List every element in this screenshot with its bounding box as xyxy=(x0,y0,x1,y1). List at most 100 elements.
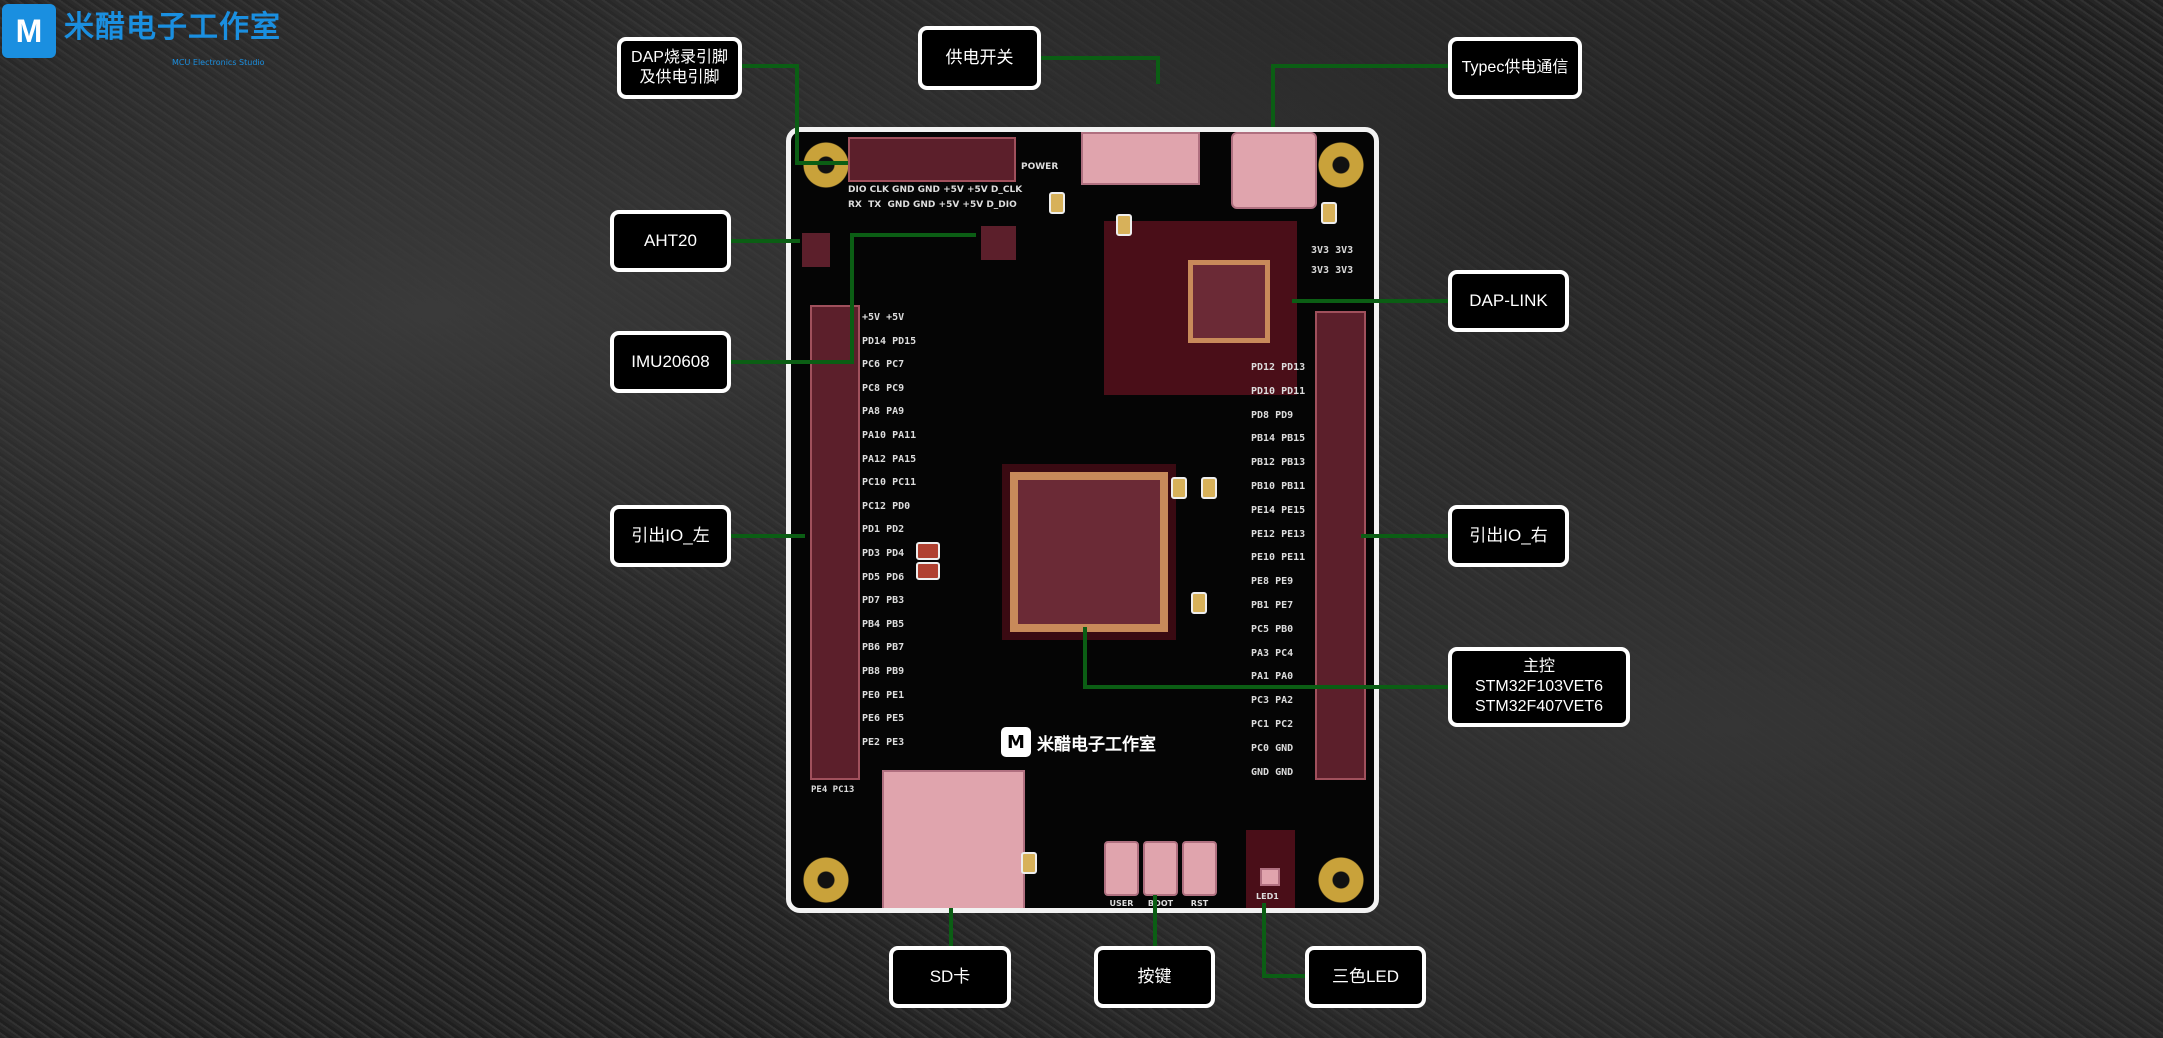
button-rst[interactable]: RST xyxy=(1182,841,1217,908)
brand-name: 米醋电子工作室 xyxy=(64,10,281,45)
logo-chip-icon: M xyxy=(2,4,56,58)
pin-label: PD10 PD11 xyxy=(1251,385,1306,397)
pin-label: PA1 PA0 xyxy=(1251,671,1294,683)
dap-link-chip xyxy=(1188,260,1270,343)
pin-label: PB6 PB7 xyxy=(862,642,905,654)
pin-label: PD7 PB3 xyxy=(862,595,905,607)
tact-switch[interactable] xyxy=(1182,841,1217,896)
callout-imu: IMU20608 xyxy=(610,331,731,393)
button-user[interactable]: USER xyxy=(1104,841,1139,908)
pin-label: 3V3 3V3 xyxy=(1311,265,1354,276)
pin-label: PC12 PD0 xyxy=(862,500,911,512)
pin-label: PC6 PC7 xyxy=(862,359,905,371)
pin-label: PD8 PD9 xyxy=(1251,409,1294,421)
pin-label: PE8 PE9 xyxy=(1251,576,1294,588)
power-switch xyxy=(1081,132,1200,185)
pin-label: PB1 PE7 xyxy=(1251,600,1294,611)
callout-sd: SD卡 xyxy=(889,946,1011,1008)
dap-header-row2: RX TX GND GND +5V +5V D_DIO xyxy=(848,200,1017,210)
pin-label: PD1 PD2 xyxy=(862,524,905,536)
line-typec xyxy=(1271,64,1448,127)
pin-label: PB10 PB11 xyxy=(1251,481,1306,492)
imu-chip xyxy=(981,226,1016,260)
sd-card-slot xyxy=(882,770,1025,908)
pin-label: PA8 PA9 xyxy=(862,406,905,418)
resistor xyxy=(1021,852,1037,874)
pin-label: PC8 PC9 xyxy=(862,382,905,394)
line-led xyxy=(1262,903,1305,978)
tact-switch[interactable] xyxy=(1104,841,1139,896)
left-io-header xyxy=(810,305,860,780)
pin-label: 3V3 3V3 xyxy=(1311,245,1354,256)
capacitor xyxy=(1191,592,1207,614)
callout-io-right: 引出IO_右 xyxy=(1448,505,1569,567)
pin-label: +5V +5V xyxy=(862,312,905,323)
pin-label: PE10 PE11 xyxy=(1251,552,1306,564)
pin-label: PB4 PB5 xyxy=(862,618,905,630)
line-power-switch xyxy=(1041,56,1160,84)
inductor xyxy=(916,562,940,580)
brand-logo: M 米醋电子工作室 MCU Electronics Studio xyxy=(2,4,302,74)
callout-keys: 按键 xyxy=(1094,946,1215,1008)
dap-header-row1: DIO CLK GND GND +5V +5V D_CLK xyxy=(848,185,1023,195)
callout-mcu: 主控 STM32F103VET6 STM32F407VET6 xyxy=(1448,647,1630,727)
rgb-led xyxy=(1260,868,1280,886)
callout-aht20: AHT20 xyxy=(610,210,731,272)
resistor xyxy=(1321,202,1337,224)
capacitor xyxy=(1116,214,1132,236)
pin-label: PC1 PC2 xyxy=(1251,719,1294,730)
pin-label: PC0 GND xyxy=(1251,742,1294,754)
pin-label: PE12 PE13 xyxy=(1251,528,1306,540)
button-boot[interactable]: BOOT xyxy=(1143,841,1178,908)
pin-label: PB14 PB15 xyxy=(1251,433,1306,445)
power-label: POWER xyxy=(1021,162,1059,172)
pin-label: PA10 PA11 xyxy=(862,430,917,441)
board-logo: M 米醋电子工作室 xyxy=(1001,727,1156,757)
pin-label: PC5 PB0 xyxy=(1251,623,1294,635)
pin-label: PD3 PD4 xyxy=(862,548,905,559)
right-io-header xyxy=(1315,311,1366,780)
pin-label: PE0 PE1 xyxy=(862,689,905,701)
pcb-board: DIO CLK GND GND +5V +5V D_CLK RX TX GND … xyxy=(786,127,1379,913)
pin-label: PD12 PD13 xyxy=(1251,362,1306,373)
dap-header xyxy=(848,137,1016,182)
pin-label: GND GND xyxy=(1251,766,1294,778)
pin-label: PE14 PE15 xyxy=(1251,504,1306,516)
tact-switch[interactable] xyxy=(1143,841,1178,896)
mounting-hole xyxy=(1318,857,1364,903)
usb-typec-port xyxy=(1231,132,1317,209)
pin-label: PA12 PA15 xyxy=(862,453,917,465)
capacitor xyxy=(1171,477,1187,499)
pin-label: PC10 PC11 xyxy=(862,477,917,489)
left-bottom-pin-label: PE4 PC13 xyxy=(811,785,855,795)
brand-subtitle: MCU Electronics Studio xyxy=(172,58,265,67)
button-label: USER xyxy=(1109,899,1134,908)
mounting-hole xyxy=(1318,142,1364,188)
callout-power-switch: 供电开关 xyxy=(918,26,1041,90)
pin-label: PE2 PE3 xyxy=(862,736,905,748)
pin-label: PA3 PC4 xyxy=(1251,647,1294,659)
pin-label: PD14 PD15 xyxy=(862,335,917,347)
mounting-hole xyxy=(803,142,849,188)
aht20-sensor xyxy=(802,233,830,267)
mounting-hole xyxy=(803,857,849,903)
button-label: BOOT xyxy=(1147,899,1174,908)
callout-dap-link: DAP-LINK xyxy=(1448,270,1569,332)
pin-label: PB12 PB13 xyxy=(1251,457,1306,469)
callout-dap-pins: DAP烧录引脚 及供电引脚 xyxy=(617,37,742,99)
rgb-led-area: LED1 xyxy=(1246,830,1295,908)
capacitor xyxy=(1049,192,1065,214)
button-label: RST xyxy=(1190,899,1209,908)
dap-link-area xyxy=(1104,221,1297,395)
board-logo-icon: M xyxy=(1001,727,1031,757)
capacitor xyxy=(1201,477,1217,499)
main-mcu-chip xyxy=(1002,464,1176,640)
inductor xyxy=(916,542,940,560)
callout-led: 三色LED xyxy=(1305,946,1426,1008)
pin-label: PB8 PB9 xyxy=(862,666,905,677)
pin-label: PC3 PA2 xyxy=(1251,695,1294,707)
board-logo-text: 米醋电子工作室 xyxy=(1037,734,1156,755)
led-label: LED1 xyxy=(1256,892,1279,901)
buttons-group: USER BOOT RST xyxy=(1104,841,1217,908)
pin-label: PE6 PE5 xyxy=(862,713,905,725)
